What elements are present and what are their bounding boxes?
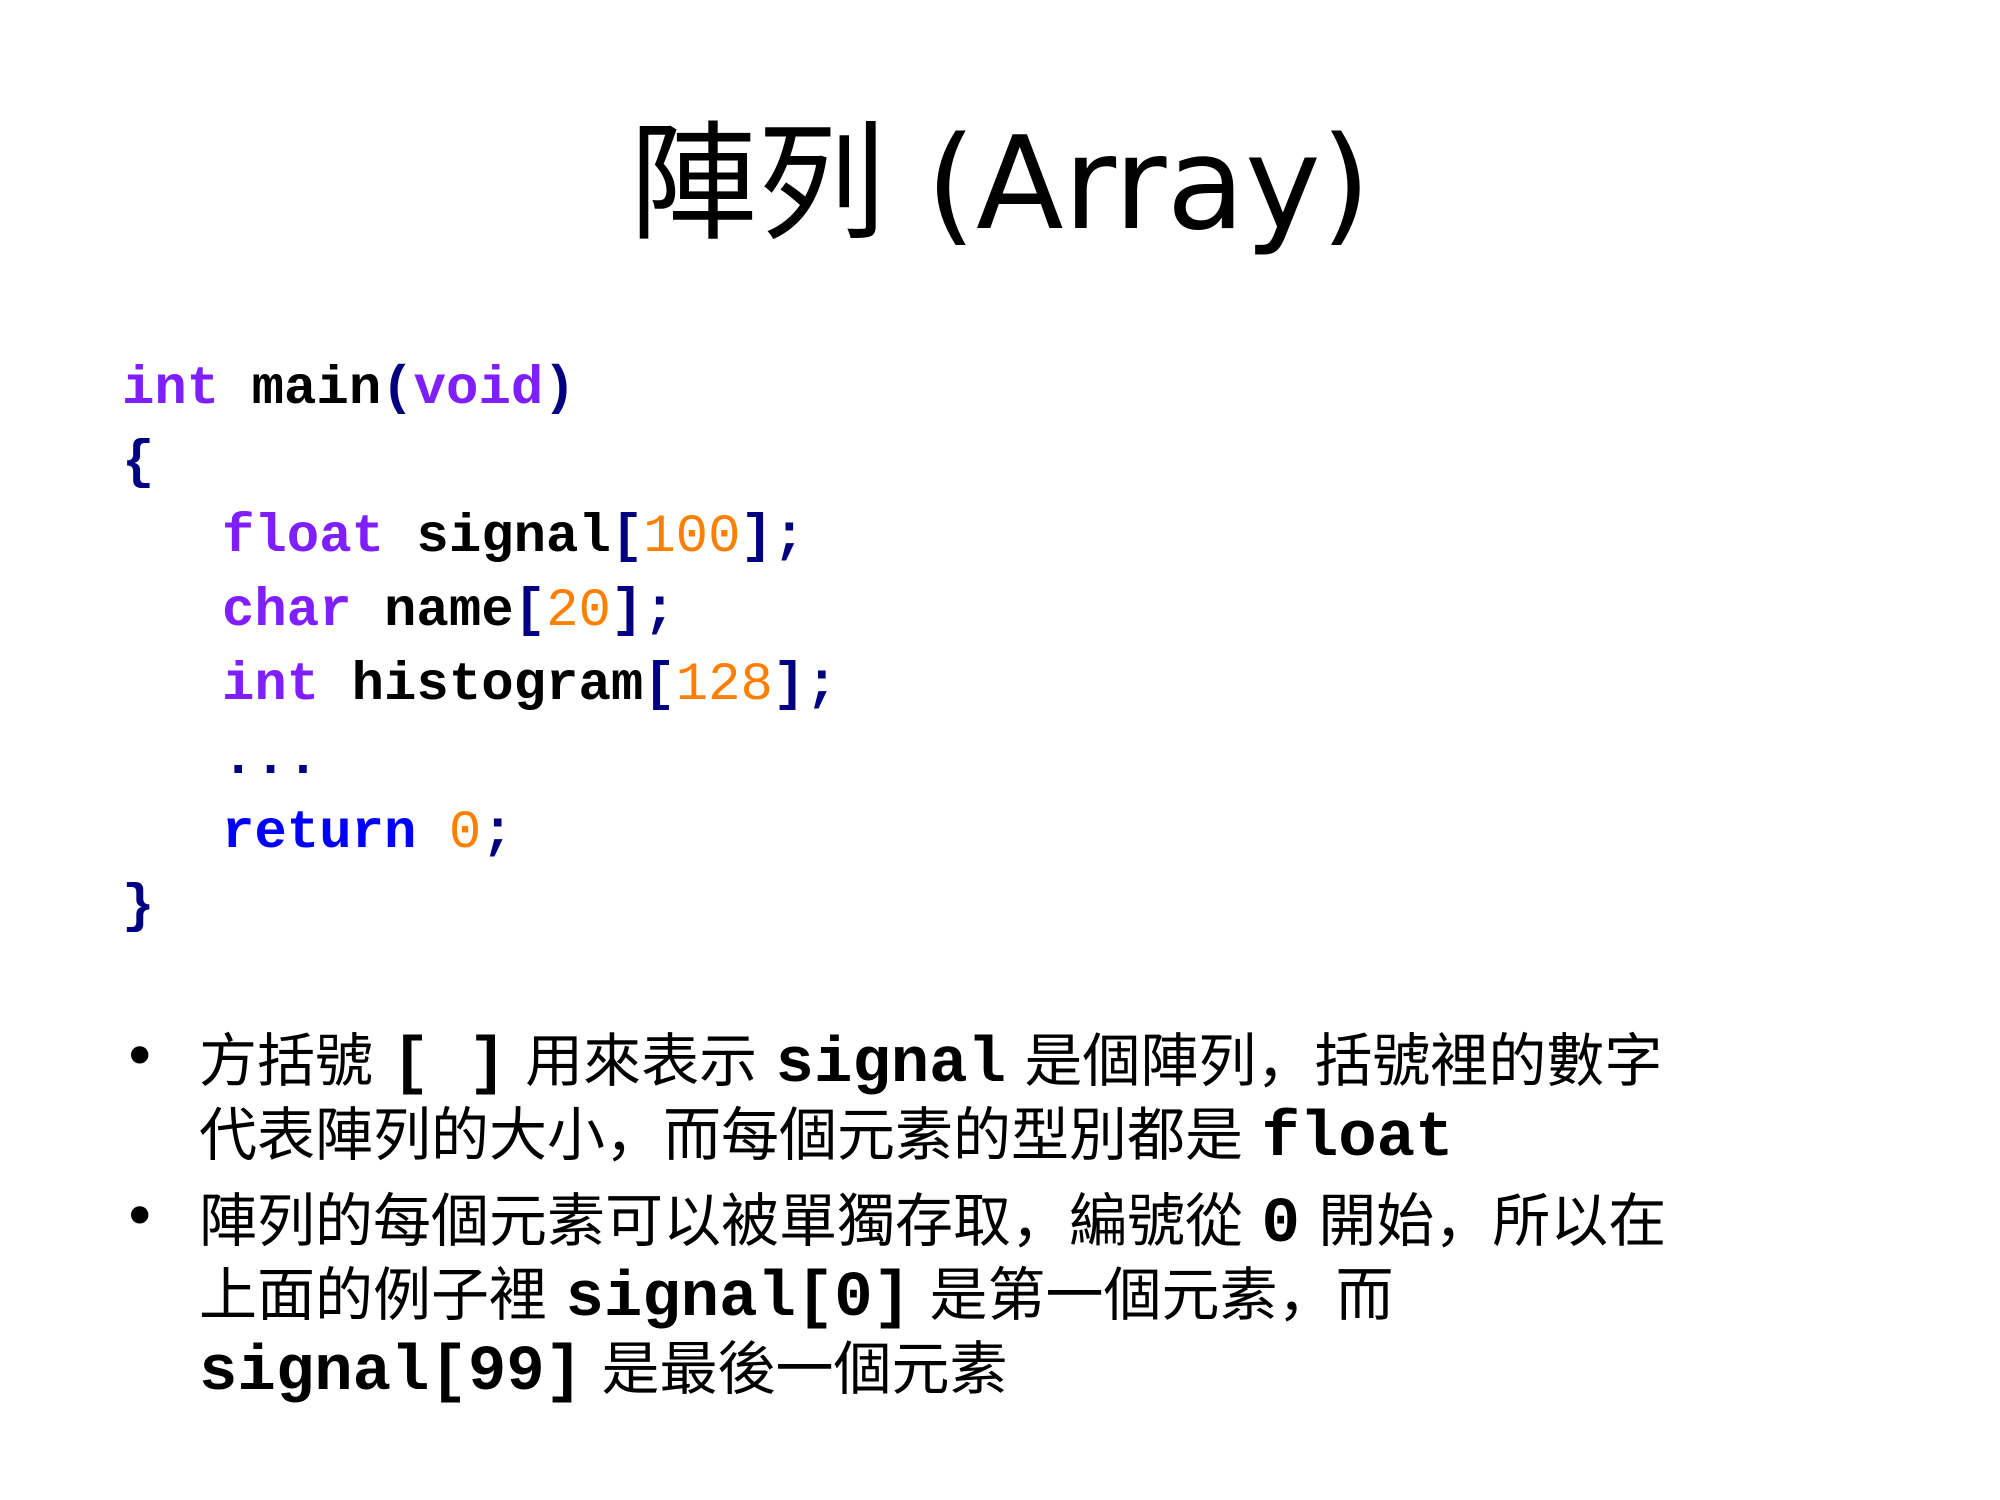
code-line-6: ... <box>222 729 320 790</box>
code-identifier: histogram <box>319 655 644 716</box>
code-keyword: void <box>413 359 544 420</box>
text: 陣列的每個元素可以被單獨存取，編號從 <box>199 1187 1262 1255</box>
inline-code: signal[0] <box>565 1263 912 1335</box>
code-number: 20 <box>546 581 611 642</box>
code-number: 100 <box>643 507 741 568</box>
text: 代表陣列的大小，而每個元素的型別都是 <box>199 1101 1262 1169</box>
code-punct: [ <box>643 655 676 716</box>
code-punct: ] <box>740 507 773 568</box>
code-punct: ] <box>610 581 644 642</box>
text: 用來表示 <box>506 1027 776 1095</box>
inline-code: 0 <box>1261 1189 1300 1261</box>
inline-code: [ ] <box>391 1029 507 1101</box>
text: 是個陣列，括號裡的數字 <box>1005 1027 1663 1095</box>
code-line-8: } <box>122 877 155 938</box>
code-keyword: float <box>222 507 385 568</box>
code-punct: ; <box>481 803 514 864</box>
code-punct: [ <box>610 507 644 568</box>
code-identifier: signal <box>384 507 611 568</box>
text: 是第一個元素，而 <box>911 1261 1394 1329</box>
bullet-2-line-2: 上面的例子裡 signal[0] 是第一個元素，而 <box>199 1258 1394 1336</box>
code-keyword: int <box>122 359 220 420</box>
code-line-3: float signal[100]; <box>222 508 805 568</box>
text: 上面的例子裡 <box>199 1261 566 1329</box>
code-number: 128 <box>675 655 773 716</box>
code-punct: ( <box>381 359 414 420</box>
code-punct: [ <box>513 581 547 642</box>
code-line-4: char name[20]; <box>222 582 676 642</box>
code-punct: ; <box>805 655 838 716</box>
code-keyword: char <box>222 581 352 642</box>
inline-code: signal[99] <box>199 1337 584 1409</box>
code-punct: ; <box>772 507 806 568</box>
bullet-1-line-2: 代表陣列的大小，而每個元素的型別都是 float <box>199 1098 1453 1176</box>
code-keyword: return <box>222 803 417 864</box>
page-title: 陣列 (Array) <box>629 110 1371 259</box>
text: 方括號 <box>199 1027 392 1095</box>
bullet-icon: • <box>122 1022 158 1092</box>
code-number: 0 <box>416 803 482 864</box>
code-line-5: int histogram[128]; <box>222 656 838 716</box>
bullet-1-line-1: 方括號 [ ] 用來表示 signal 是個陣列，括號裡的數字 <box>199 1024 1662 1102</box>
code-punct: ) <box>543 359 576 420</box>
bullet-icon: • <box>122 1182 158 1252</box>
code-line-2: { <box>122 433 155 494</box>
code-identifier: name <box>351 581 514 642</box>
code-line-1: int main(void) <box>122 360 576 420</box>
code-identifier: main <box>219 359 382 420</box>
code-punct: ] <box>772 655 806 716</box>
inline-code: float <box>1261 1103 1454 1175</box>
bullet-2-line-1: 陣列的每個元素可以被單獨存取，編號從 0 開始，所以在 <box>199 1184 1666 1262</box>
text: 是最後一個元素 <box>583 1335 1008 1403</box>
bullet-2-line-3: signal[99] 是最後一個元素 <box>199 1332 1008 1410</box>
text: 開始，所以在 <box>1299 1187 1667 1255</box>
code-line-7: return 0; <box>222 804 514 864</box>
inline-code: signal <box>775 1029 1006 1101</box>
code-punct: ; <box>643 581 676 642</box>
code-keyword: int <box>222 655 320 716</box>
